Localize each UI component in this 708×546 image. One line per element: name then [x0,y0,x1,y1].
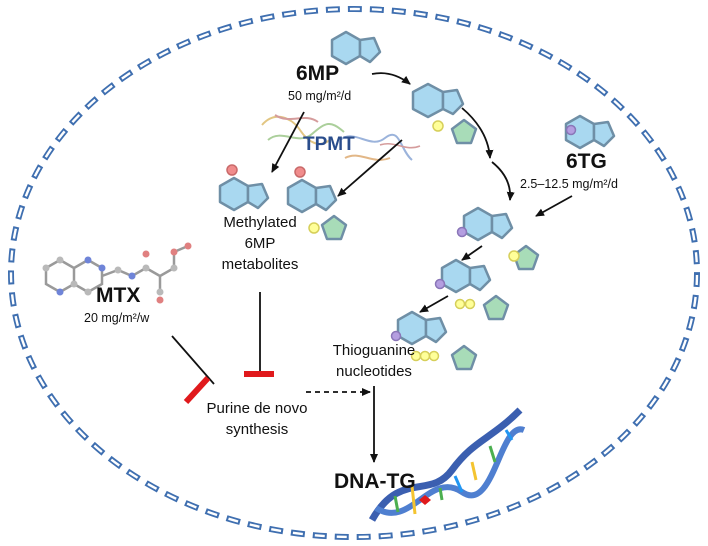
red-substituent-dot [226,164,238,176]
methylated-metabolite-2-hexagon [286,178,318,214]
dose-label-6mp: 50 mg/m²/d [288,89,352,103]
dose-label-mtx: 20 mg/m²/w [84,311,150,325]
methylated-line-2: 6MP [244,235,276,252]
arrow-intermediate-down [461,107,494,159]
drug-label-mtx: MTX [96,284,141,307]
drug-label-6mp: 6MP [296,62,340,85]
purple-substituent-dot [456,226,468,238]
inhibition-line-mtx [171,335,215,385]
methylated-line-3: metabolites [221,256,299,273]
purine-line-2: synthesis [225,421,289,438]
tpmt-protein-structure [261,114,421,161]
methylated-metabolite-1-pentagon [246,182,270,210]
yellow-substituent-dot [308,222,320,234]
arrow-6mp-to-intermediate [371,72,411,85]
thioguanine-nucleotides-label: Thioguanine nucleotides [326,340,422,382]
mtx-molecule [42,242,192,304]
arrow-tgn-b-to-c [419,295,449,313]
arrow-tgn-a-to-b [461,245,483,261]
purple-substituent-dot [565,124,577,136]
molecule-intermediate-pentagon [441,88,465,116]
molecule-intermediate-hexagon [411,82,445,119]
methylated-metabolite-1-hexagon [218,176,250,212]
arrow-tpmt-to-methylated-2 [337,139,403,197]
methylated-line-1: Methylated [223,214,297,231]
thioguanine-line-1: Thioguanine [332,342,416,359]
arrow-6tg-to-tgn [535,195,573,217]
purine-synthesis-label: Purine de novo synthesis [198,398,316,440]
molecule-6mp-hexagon [330,30,362,66]
drug-label-6tg: 6TG [566,150,607,173]
purple-substituent-dot [434,278,446,290]
dna-helix [368,407,526,522]
enzyme-label-tpmt: TPMT [303,134,355,155]
purine-line-1: Purine de novo [206,400,308,417]
purple-substituent-dot [390,330,402,342]
tgn-molecule-a-pentagon [490,212,514,240]
arrow-to-tgn-a [491,161,515,201]
tgn-molecule-b-pentagon [468,264,492,292]
yellow-substituent-dot [454,298,466,310]
yellow-substituent-dot [508,250,520,262]
tgn-molecule-a-hexagon [462,206,494,242]
molecule-6mp-pentagon [358,36,382,64]
tgn-molecule-b-ribose [482,294,510,321]
methylated-metabolite-2-pentagon [314,184,338,212]
thioguanine-line-2: nucleotides [336,363,412,380]
arrow-6mp-to-methylated-1 [271,111,305,173]
tgn-molecule-c-ribose [450,344,478,371]
red-substituent-dot [294,166,306,178]
dna-tg-label: DNA-TG [334,470,416,493]
methylated-metabolites-label: Methylated 6MP metabolites [214,212,306,275]
cell-membrane [8,6,700,540]
tgn-molecule-c-pentagon [424,316,448,344]
dose-label-6tg: 2.5–12.5 mg/m²/d [520,177,618,191]
molecule-6tg-pentagon [592,120,616,148]
methylated-metabolite-2-ribose [320,214,348,241]
inhibition-bar-mtx [183,375,211,405]
molecule-intermediate-ribose [450,118,478,145]
yellow-substituent-dot [432,120,444,132]
tgn-molecule-b-hexagon [440,258,472,294]
